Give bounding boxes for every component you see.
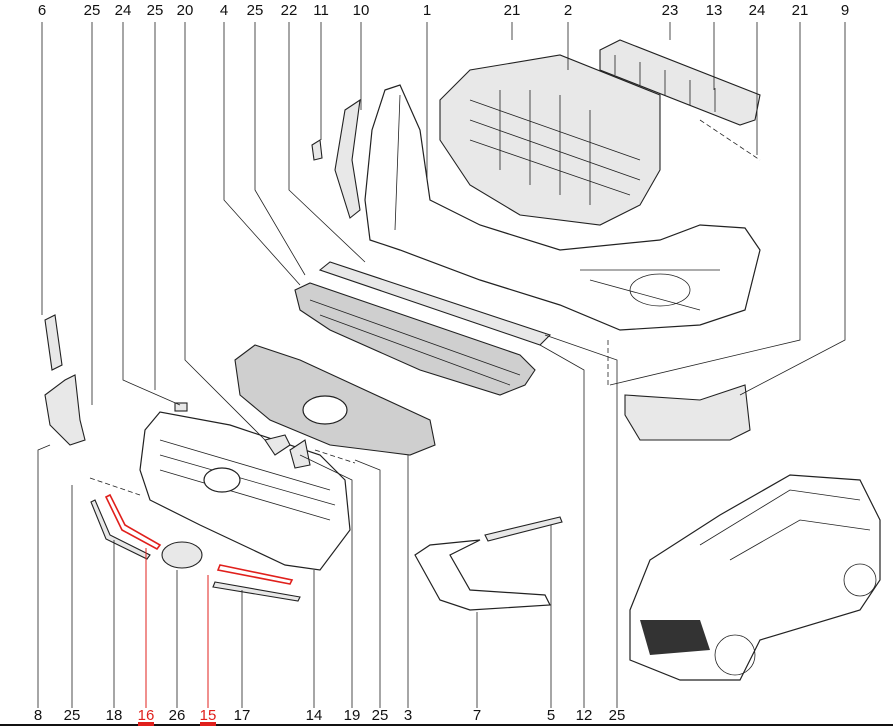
part-absorber [599,39,761,126]
part-20-bracket [264,434,291,456]
part-22-beam [318,261,552,346]
callout-label-24: 24 [748,2,766,19]
callout-label-19: 19 [343,707,361,724]
callout-label-13: 13 [705,2,723,19]
callout-label-12: 12 [575,707,593,724]
part-bumper [364,84,761,331]
part-3-grille-mesh [234,344,436,456]
part-5-strip [484,516,563,542]
callout-label-7: 7 [472,707,482,724]
callout-label-25: 25 [371,707,389,724]
part-24-clip [174,402,188,412]
callout-label-20: 20 [176,2,194,19]
callout-label-21: 21 [791,2,809,19]
callout-label-26: 26 [168,707,186,724]
part-17-strip [212,581,301,602]
callout-label-5: 5 [546,707,556,724]
callout-label-3: 3 [403,707,413,724]
callout-label-22: 22 [280,2,298,19]
callout-label-11: 11 [313,2,329,19]
callout-label-25: 25 [83,2,101,19]
callout-label-10: 10 [352,2,370,19]
part-26-emblem [161,541,203,569]
callout-label-4: 4 [219,2,229,19]
callout-label-2: 2 [563,2,573,19]
part-8-fog-frame [44,374,86,446]
callout-label-18: 18 [105,707,123,724]
callout-label-9: 9 [840,2,850,19]
callout-label-17: 17 [233,707,251,724]
part-10-trim [334,98,361,219]
part-15-trim-red [216,564,294,585]
part-16-trim-red [104,493,162,551]
callout-label-25: 25 [63,707,81,724]
callout-label-14: 14 [305,707,323,724]
callout-label-25: 25 [246,2,264,19]
callout-label-6: 6 [37,2,47,19]
callout-label-1: 1 [422,2,432,19]
part-18-strip [90,499,151,560]
callout-label-25: 25 [146,2,164,19]
part-upper-frame [439,54,661,226]
part-7-fog-frame [414,539,551,611]
car-illustration [629,474,881,681]
callout-label-25: 25 [608,707,626,724]
part-6-trim [44,314,63,371]
callout-label-23: 23 [661,2,679,19]
callout-label-8: 8 [33,707,43,724]
callout-label-21: 21 [503,2,521,19]
part-19-bracket [289,439,311,469]
callout-label-15: 15 [199,707,217,724]
highlight-marker-15 [200,722,216,726]
part-4-lower-grille [294,282,536,396]
part-9-fog-frame [624,384,751,441]
leader-lines [37,22,846,708]
callout-label-24: 24 [114,2,132,19]
highlight-marker-16 [138,722,154,726]
callout-label-16: 16 [137,707,155,724]
part-11-clip [311,139,323,161]
